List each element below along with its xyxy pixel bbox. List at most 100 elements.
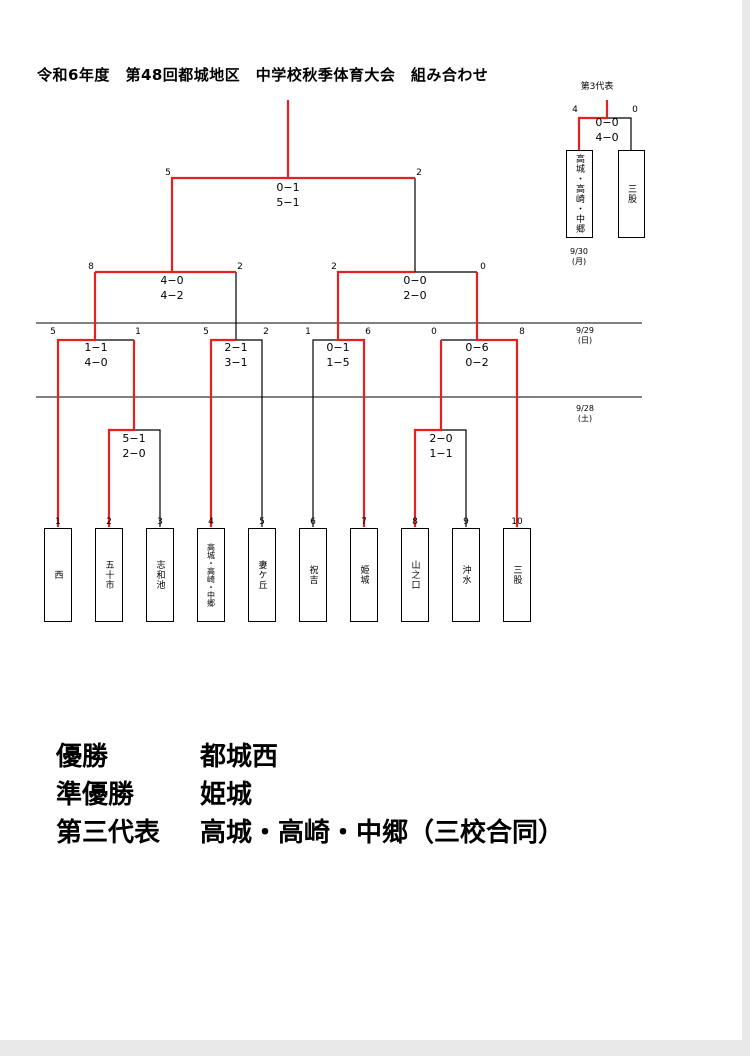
match-count-right: 6 — [365, 327, 371, 337]
team-box: 姫城 — [350, 528, 378, 622]
score-line: 0−0 — [595, 116, 619, 129]
team-name: 三股 — [626, 184, 636, 204]
match-count-left: 5 — [165, 168, 171, 178]
result-value: 姫城 — [200, 780, 253, 810]
score-line: 1−5 — [326, 356, 350, 369]
bracket-path — [312, 339, 338, 527]
team-box-third-1: 高城・高崎・中郷 — [566, 150, 593, 238]
bracket-win-path — [413, 340, 443, 527]
match-count-right: 1 — [135, 327, 141, 337]
seed-number: 6 — [310, 517, 316, 527]
score-line: 5−1 — [122, 432, 146, 445]
bracket-win-path — [56, 272, 97, 527]
match-count-left: 4 — [572, 105, 578, 115]
seed-number: 3 — [157, 517, 163, 527]
score-line: 2−0 — [429, 432, 453, 445]
date-label-930: 9/30(月) — [570, 247, 588, 266]
score-line: 1−1 — [429, 447, 453, 460]
match-count-left: 0 — [431, 327, 437, 337]
score-line: 4−2 — [160, 289, 184, 302]
match-count-left: 8 — [88, 262, 94, 272]
team-box: 三股 — [503, 528, 531, 622]
team-box: 沖水 — [452, 528, 480, 622]
score-line: 0−1 — [326, 341, 350, 354]
team-box-third-2: 三股 — [618, 150, 645, 238]
seed-number: 9 — [463, 517, 469, 527]
seed-number: 8 — [412, 517, 418, 527]
team-name: 山之口 — [409, 560, 420, 590]
bracket-path — [134, 429, 161, 527]
match-count-right: 0 — [632, 105, 638, 115]
result-runner-up: 準優勝 姫城 — [56, 774, 252, 811]
document-page: 令和6年度 第48回都城地区 中学校秋季体育大会 組み合わせ — [0, 0, 742, 1040]
match-count-left: 1 — [305, 327, 311, 337]
score-line: 1−1 — [84, 341, 108, 354]
bracket-path — [441, 429, 467, 527]
team-name: 五十市 — [103, 560, 114, 590]
score-line: 0−0 — [403, 274, 427, 287]
team-name: 祝吉 — [307, 565, 318, 585]
team-box: 志和池 — [146, 528, 174, 622]
team-name: 三股 — [511, 565, 522, 585]
date-label-928: 9/28(土) — [576, 404, 594, 423]
team-name: 志和池 — [154, 560, 165, 590]
team-box: 妻ケ丘 — [248, 528, 276, 622]
score-line: 4−0 — [84, 356, 108, 369]
seed-number: 2 — [106, 517, 112, 527]
seed-number: 1 — [55, 517, 61, 527]
team-name: 高城・高崎・中郷 — [574, 154, 584, 234]
bracket-win-path — [107, 340, 136, 527]
match-count-right: 0 — [480, 262, 486, 272]
team-name: 西 — [52, 570, 63, 580]
score-line: 3−1 — [224, 356, 248, 369]
bracket-win-path — [475, 272, 519, 527]
result-label: 優勝 — [56, 742, 109, 772]
seed-number: 5 — [259, 517, 265, 527]
seed-number: 4 — [208, 517, 214, 527]
match-count-right: 2 — [416, 168, 422, 178]
score-line: 2−0 — [122, 447, 146, 460]
team-box: 山之口 — [401, 528, 429, 622]
team-name: 沖水 — [460, 565, 471, 585]
result-label: 第三代表 — [56, 818, 161, 848]
team-name: 妻ケ丘 — [256, 560, 267, 590]
team-box: 祝吉 — [299, 528, 327, 622]
result-third: 第三代表 高城・高崎・中郷（三校合同） — [56, 812, 564, 849]
result-label: 準優勝 — [56, 780, 135, 810]
score-line: 4−0 — [160, 274, 184, 287]
score-line: 0−6 — [465, 341, 489, 354]
third-place-label: 第3代表 — [580, 82, 614, 92]
team-box: 西 — [44, 528, 72, 622]
result-value: 都城西 — [200, 742, 279, 772]
bracket-win-path — [577, 100, 609, 150]
seed-number: 7 — [361, 517, 367, 527]
score-line: 0−1 — [276, 181, 300, 194]
team-box: 高城・高崎・中郷 — [197, 528, 225, 622]
team-box: 五十市 — [95, 528, 123, 622]
seed-number: 10 — [511, 517, 523, 527]
team-name: 姫城 — [358, 565, 369, 585]
result-champion: 優勝 都城西 — [56, 736, 278, 773]
page-title: 令和6年度 第48回都城地区 中学校秋季体育大会 組み合わせ — [37, 66, 489, 84]
score-line: 2−0 — [403, 289, 427, 302]
match-count-right: 2 — [263, 327, 269, 337]
bracket-win-path — [336, 270, 415, 527]
result-value: 高城・高崎・中郷（三校合同） — [200, 818, 565, 848]
score-line: 2−1 — [224, 341, 248, 354]
score-line: 5−1 — [276, 196, 300, 209]
bracket-win-path — [209, 338, 236, 527]
bracket-path — [235, 272, 263, 527]
bracket-win-path — [170, 100, 290, 272]
match-count-right: 8 — [519, 327, 525, 337]
match-count-left: 5 — [203, 327, 209, 337]
match-count-right: 2 — [237, 262, 243, 272]
